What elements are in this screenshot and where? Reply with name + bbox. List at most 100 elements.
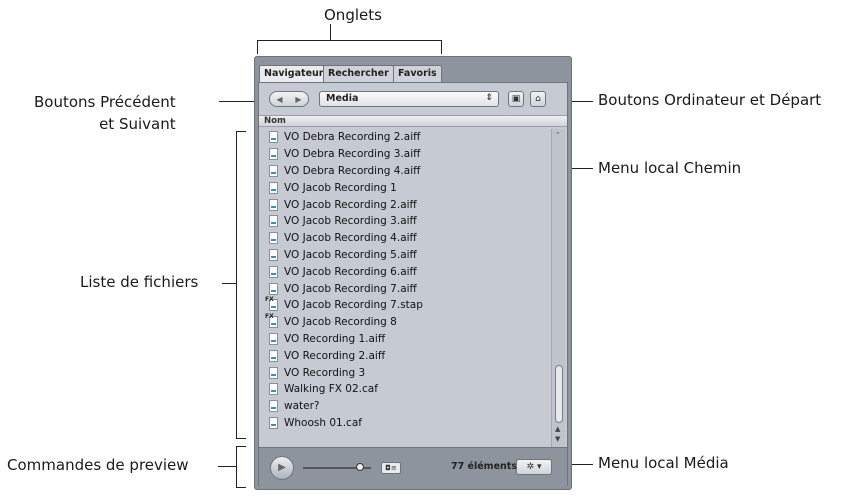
audio-file-icon [269, 148, 278, 161]
path-popup-menu[interactable]: Media ⇕ [319, 91, 499, 107]
file-list-item[interactable]: VO Jacob Recording 3.aiff [259, 213, 551, 230]
file-name: VO Jacob Recording 5.aiff [284, 248, 417, 261]
file-list-item[interactable]: VO Debra Recording 4.aiff [259, 163, 551, 180]
leader-onglets-stem [330, 24, 331, 40]
file-name: VO Jacob Recording 4.aiff [284, 232, 417, 245]
tab-favoris[interactable]: Favoris [393, 65, 442, 82]
computer-button[interactable]: ▣ [508, 91, 524, 107]
audio-file-icon [269, 416, 278, 429]
preview-bar: ▶ ◘≡ 77 éléments ✲ ▾ [259, 447, 567, 486]
leader-onglets-left [257, 40, 258, 54]
audio-file-icon [269, 131, 278, 144]
audio-file-icon [269, 181, 278, 194]
file-list-item[interactable]: water? [259, 398, 551, 415]
file-list-item[interactable]: VO Recording 1.aiff [259, 331, 551, 348]
play-icon: ▶ [278, 462, 286, 473]
callout-onglets: Onglets [324, 6, 382, 24]
file-name: VO Recording 2.aiff [284, 349, 386, 362]
preview-options-button[interactable]: ◘≡ [381, 462, 401, 474]
file-list: VO Debra Recording 2.aiff VO Debra Record… [259, 129, 551, 443]
forward-arrow-icon[interactable]: ▶ [295, 94, 302, 104]
leader-onglets-right [441, 40, 442, 54]
file-list-item[interactable]: VO Jacob Recording 6.aiff [259, 263, 551, 280]
leader-file-list-bottom [236, 438, 246, 439]
audio-file-icon [269, 400, 278, 413]
file-list-item[interactable]: VO Recording 2.aiff [259, 347, 551, 364]
leader-file-list-stem [222, 283, 236, 284]
file-name: VO Debra Recording 4.aiff [284, 164, 421, 177]
leader-onglets [257, 40, 442, 41]
callout-prev-next: Boutons Précédent et Suivant [34, 93, 176, 133]
file-name: VO Jacob Recording 7.stap [284, 299, 423, 312]
audio-file-icon [269, 164, 278, 177]
scroll-up-arrow-icon[interactable]: ▲ [555, 425, 561, 433]
gear-icon: ✲ [526, 462, 535, 472]
browser-panel: Navigateur Rechercher Favoris ◀ ▶ Media … [254, 56, 572, 490]
scroll-top-cap-icon: ⌃ [555, 131, 561, 139]
volume-slider-knob[interactable] [356, 463, 364, 471]
chevron-down-icon: ▾ [536, 462, 542, 472]
audio-file-icon [269, 232, 278, 245]
file-name: VO Jacob Recording 6.aiff [284, 265, 417, 278]
file-name: VO Debra Recording 3.aiff [284, 148, 421, 161]
leader-preview-top [236, 446, 246, 447]
callout-preview-controls: Commandes de preview [7, 456, 189, 474]
file-list-item[interactable]: VO Jacob Recording 7.aiff [259, 280, 551, 297]
audio-file-icon [269, 265, 278, 278]
file-list-item[interactable]: VO Debra Recording 3.aiff [259, 146, 551, 163]
leader-preview-stem [218, 466, 236, 467]
speaker-icon: ◘≡ [385, 464, 397, 472]
audio-file-icon [269, 332, 278, 345]
leader-preview-bracket [236, 446, 237, 488]
updown-arrows-icon: ⇕ [485, 93, 493, 103]
file-list-item[interactable]: Whoosh 01.caf [259, 415, 551, 432]
file-name: water? [284, 400, 320, 413]
computer-icon: ▣ [511, 94, 521, 104]
file-name: VO Jacob Recording 3.aiff [284, 215, 417, 228]
file-list-item[interactable]: VO Debra Recording 2.aiff [259, 129, 551, 146]
file-list-item[interactable]: VO Jacob Recording 2.aiff [259, 196, 551, 213]
leader-preview-bottom [236, 487, 246, 488]
audio-file-icon [265, 296, 278, 312]
leader-prev-next [219, 101, 269, 102]
file-list-item[interactable]: VO Recording 3 [259, 364, 551, 381]
file-list-item[interactable]: VO Jacob Recording 7.stap [259, 296, 551, 314]
item-count: 77 éléments [451, 461, 517, 472]
file-list-item[interactable]: VO Jacob Recording 1 [259, 179, 551, 196]
audio-file-icon [269, 282, 278, 295]
scroll-thumb[interactable] [555, 365, 563, 423]
file-name: VO Debra Recording 2.aiff [284, 131, 421, 144]
audio-file-icon [269, 248, 278, 261]
file-name: VO Recording 3 [284, 366, 366, 379]
callout-path-menu: Menu local Chemin [598, 159, 742, 177]
play-button[interactable]: ▶ [270, 456, 294, 480]
tab-navigateur[interactable]: Navigateur [259, 65, 329, 82]
file-list-item[interactable]: VO Jacob Recording 8 [259, 313, 551, 331]
leader-file-list-bracket [236, 131, 237, 438]
file-list-item[interactable]: Walking FX 02.caf [259, 381, 551, 398]
leader-file-list-top [236, 131, 246, 132]
audio-file-icon [269, 198, 278, 211]
audio-file-icon [265, 313, 278, 329]
home-icon: ⌂ [535, 94, 541, 104]
back-forward-buttons: ◀ ▶ [269, 91, 309, 107]
vertical-scrollbar[interactable]: ⌃ ▲ ▼ [551, 129, 565, 447]
callout-media-menu: Menu local Média [598, 454, 729, 472]
tab-content: ◀ ▶ Media ⇕ ▣ ⌂ Nom VO Debra Recording 2… [258, 82, 568, 486]
file-list-item[interactable]: VO Jacob Recording 5.aiff [259, 247, 551, 264]
media-action-menu[interactable]: ✲ ▾ [516, 459, 552, 475]
audio-file-icon [269, 366, 278, 379]
audio-file-icon [269, 383, 278, 396]
tab-rechercher[interactable]: Rechercher [323, 65, 394, 82]
file-name: VO Jacob Recording 7.aiff [284, 282, 417, 295]
file-list-item[interactable]: VO Jacob Recording 4.aiff [259, 230, 551, 247]
audio-file-icon [269, 349, 278, 362]
scroll-down-arrow-icon[interactable]: ▼ [555, 435, 561, 443]
callout-computer-home: Boutons Ordinateur et Départ [598, 91, 822, 109]
callout-file-list: Liste de fichiers [80, 273, 199, 291]
back-arrow-icon[interactable]: ◀ [276, 94, 283, 104]
file-name: VO Jacob Recording 2.aiff [284, 198, 417, 211]
column-header-nom[interactable]: Nom [259, 115, 567, 127]
volume-slider[interactable] [303, 463, 371, 471]
home-button[interactable]: ⌂ [530, 91, 546, 107]
